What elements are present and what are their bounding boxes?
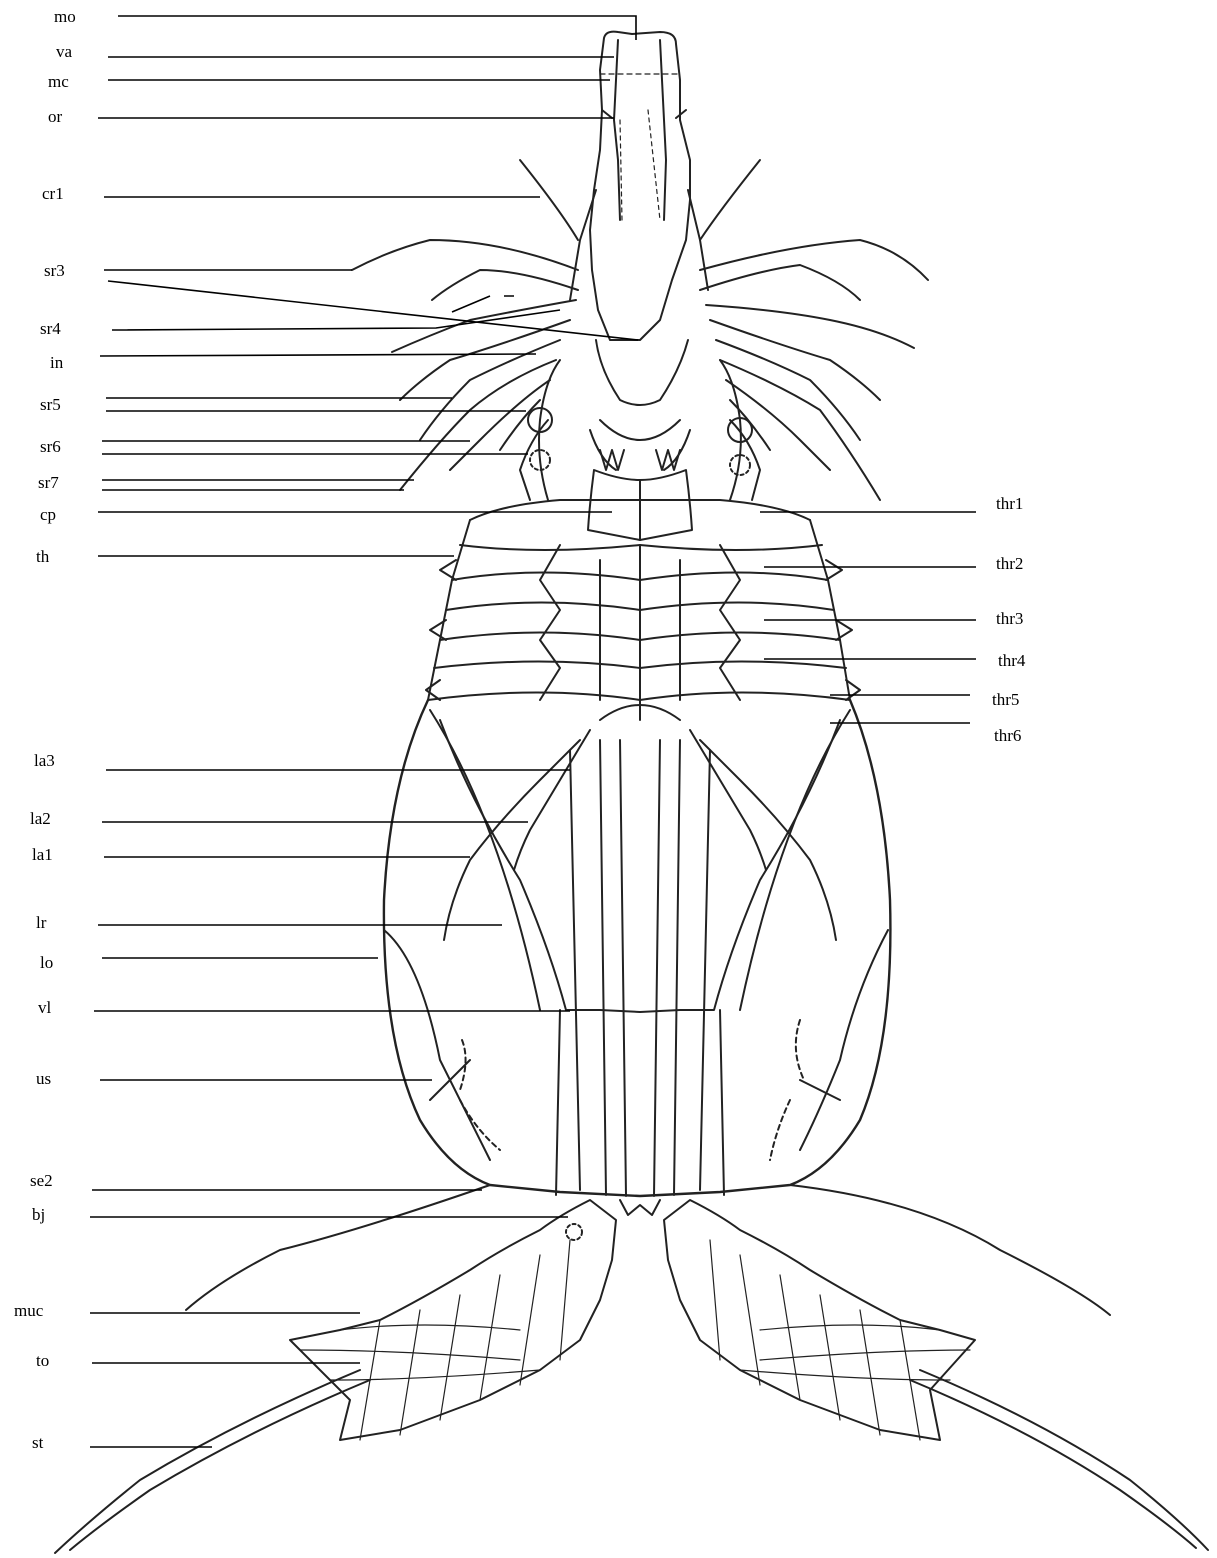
labels-left: mo va mc or cr1 sr3 sr4 in sr5 sr6 sr7 c… bbox=[14, 7, 76, 1452]
label-sr6: sr6 bbox=[40, 437, 61, 456]
label-va: va bbox=[56, 42, 73, 61]
label-cp: cp bbox=[40, 505, 56, 524]
label-la1: la1 bbox=[32, 845, 53, 864]
labels-right: thr1 thr2 thr3 thr4 thr5 thr6 bbox=[992, 494, 1026, 745]
label-vl: vl bbox=[38, 998, 52, 1017]
label-sr7: sr7 bbox=[38, 473, 59, 492]
label-st: st bbox=[32, 1433, 44, 1452]
label-mo: mo bbox=[54, 7, 76, 26]
label-thr2: thr2 bbox=[996, 554, 1023, 573]
label-lo: lo bbox=[40, 953, 53, 972]
label-or: or bbox=[48, 107, 63, 126]
organism-drawing bbox=[55, 32, 1208, 1553]
label-thr4: thr4 bbox=[998, 651, 1026, 670]
leader-mo bbox=[118, 16, 636, 40]
label-bj: bj bbox=[32, 1205, 45, 1224]
label-la2: la2 bbox=[30, 809, 51, 828]
label-thr1: thr1 bbox=[996, 494, 1023, 513]
label-lr: lr bbox=[36, 913, 47, 932]
label-la3: la3 bbox=[34, 751, 55, 770]
thorax bbox=[426, 500, 860, 720]
label-th: th bbox=[36, 547, 50, 566]
label-cr1: cr1 bbox=[42, 184, 64, 203]
closing-plates bbox=[588, 470, 692, 540]
leader-sr4-tick bbox=[452, 296, 514, 312]
head-center bbox=[528, 340, 752, 475]
leader-sr4 bbox=[112, 310, 560, 330]
label-thr6: thr6 bbox=[994, 726, 1021, 745]
label-muc: muc bbox=[14, 1301, 44, 1320]
leader-in bbox=[100, 354, 536, 356]
label-to: to bbox=[36, 1351, 49, 1370]
label-se2: se2 bbox=[30, 1171, 53, 1190]
label-sr5: sr5 bbox=[40, 395, 61, 414]
label-thr3: thr3 bbox=[996, 609, 1023, 628]
leader-lines bbox=[90, 16, 976, 1447]
caudal-furca bbox=[55, 1185, 1208, 1553]
abdomen bbox=[384, 700, 891, 1196]
label-sr3: sr3 bbox=[44, 261, 65, 280]
label-sr4: sr4 bbox=[40, 319, 61, 338]
head-scalids-right bbox=[700, 160, 928, 500]
rostrum bbox=[570, 32, 708, 340]
label-in: in bbox=[50, 353, 64, 372]
label-mc: mc bbox=[48, 72, 69, 91]
label-us: us bbox=[36, 1069, 51, 1088]
label-thr5: thr5 bbox=[992, 690, 1019, 709]
